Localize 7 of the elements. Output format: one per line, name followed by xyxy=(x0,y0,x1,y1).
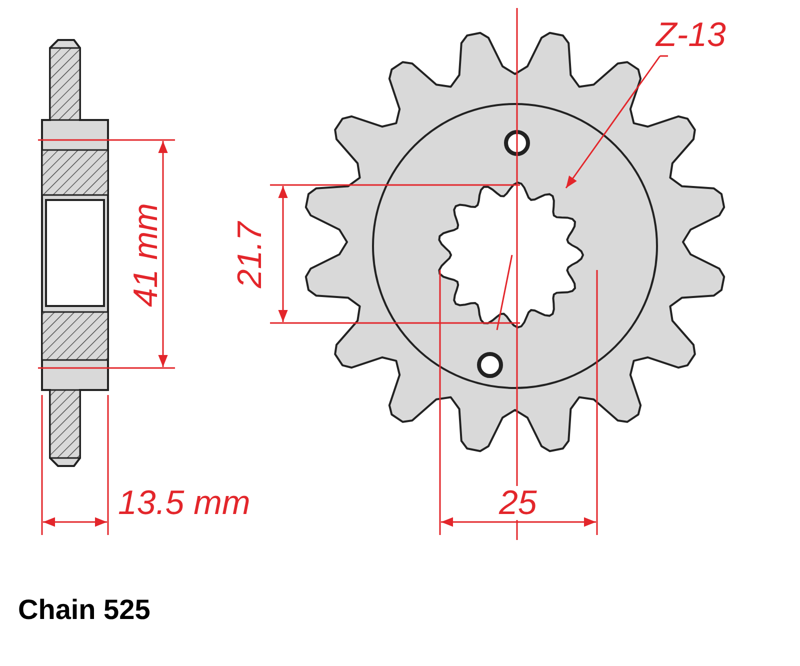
dimension-value: 41 mm xyxy=(128,203,163,307)
dimension-value: 25 xyxy=(497,486,539,520)
callout-label: Z-13 xyxy=(656,18,726,52)
dimension-value: 21.7 xyxy=(233,222,268,288)
dimension-value: 13.5 mm xyxy=(118,486,250,520)
leader-line xyxy=(565,55,669,189)
chain-size-text: Chain 525 xyxy=(18,596,150,624)
